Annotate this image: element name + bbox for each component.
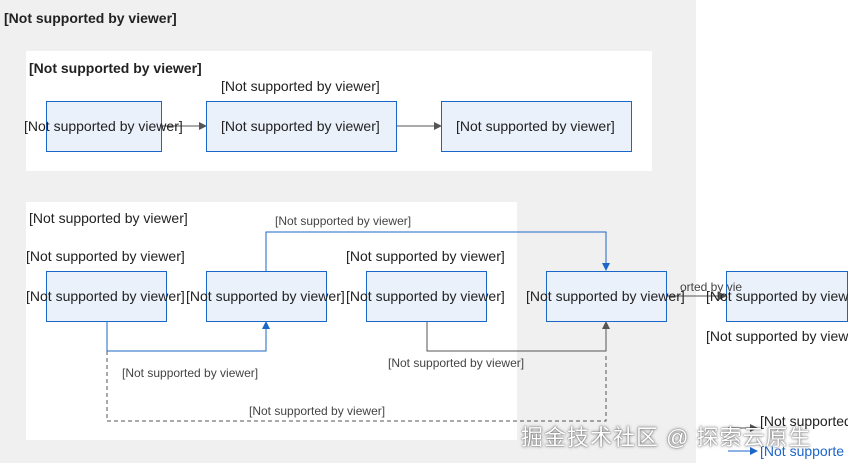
bottom-node-5-caption: [Not supported by viewer] xyxy=(706,328,848,344)
edge-label-b4-b5: orted by vie xyxy=(680,280,743,294)
bottom-node-5-label: [Not supported by viewer] xyxy=(706,288,848,304)
edge-label-b1-b4: [Not supported by viewer] xyxy=(249,404,386,418)
bottom-node-1[interactable] xyxy=(46,271,167,322)
top-node-2[interactable] xyxy=(206,101,397,152)
bottom-node-4-label: [Not supported by viewer] xyxy=(526,288,685,304)
watermark-text: 掘金技术社区 @ 探索云原生 xyxy=(521,425,812,450)
bottom-node-2[interactable] xyxy=(206,271,327,322)
bottom-node-3[interactable] xyxy=(366,271,487,322)
outer-group-title: [Not supported by viewer] xyxy=(4,10,177,26)
bottom-node-3-caption: [Not supported by viewer] xyxy=(346,248,505,264)
bottom-panel-title: [Not supported by viewer] xyxy=(29,210,188,226)
legend-item-2: [Not supporte xyxy=(760,443,845,459)
bottom-node-1-caption: [Not supported by viewer] xyxy=(26,248,185,264)
bottom-node-3-label: [Not supported by viewer] xyxy=(346,288,505,304)
edge-label-b1-b2: [Not supported by viewer] xyxy=(122,366,259,380)
edge-label-b3-b4: [Not supported by viewer] xyxy=(388,356,525,370)
top-node-2-label: [Not supported by viewer] xyxy=(221,118,380,134)
edge-label-b2-b4: [Not supported by viewer] xyxy=(275,214,412,228)
bottom-node-5[interactable] xyxy=(726,271,848,322)
top-node-3-label: [Not supported by viewer] xyxy=(456,118,615,134)
bottom-node-1-label: [Not supported by viewer] xyxy=(26,288,185,304)
top-node-1-label: [Not supported by viewer] xyxy=(24,118,183,134)
bottom-node-2-label: [Not supported by viewer] xyxy=(186,288,345,304)
top-panel-title: [Not supported by viewer] xyxy=(29,60,202,76)
top-node-3[interactable] xyxy=(441,101,632,152)
top-node-2-caption: [Not supported by viewer] xyxy=(221,78,380,94)
legend-item-1: [Not supported xyxy=(760,413,848,429)
top-node-1[interactable] xyxy=(46,101,162,152)
bottom-node-4[interactable] xyxy=(546,271,667,322)
